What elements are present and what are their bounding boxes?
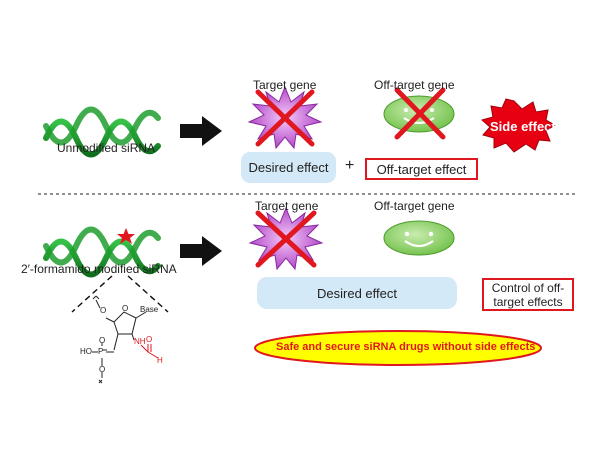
cross-icon-target-bottom <box>255 210 317 268</box>
unmodified-sirna-helix-icon <box>43 106 161 158</box>
structure-ho-label: HO <box>80 347 92 356</box>
structure-o-top-label: O <box>100 306 107 315</box>
modified-sirna-caption: 2′-formamido modified siRNA <box>21 262 177 276</box>
formamido-nucleotide-structure <box>92 295 159 384</box>
structure-carbonyl-o-label: O <box>146 335 153 344</box>
desired-effect-label-bottom: Desired effect <box>317 285 397 301</box>
offtarget-gene-label-top: Off-target gene <box>374 78 455 92</box>
desired-effect-pill-bottom: Desired effect <box>257 277 457 309</box>
safe-drugs-highlight <box>254 330 542 366</box>
control-offtarget-line2: target effects <box>493 295 563 309</box>
desired-effect-label-top: Desired effect <box>248 160 329 175</box>
structure-h-label: H <box>157 356 163 365</box>
side-effects-burst-icon <box>480 98 556 153</box>
target-gene-label-top: Target gene <box>253 78 317 92</box>
arrow-icon-top <box>180 116 222 146</box>
structure-base-label: Base <box>140 305 159 314</box>
structure-p-label: P <box>98 347 104 356</box>
modification-star-icon <box>117 228 135 244</box>
offtarget-effect-box: Off-target effect <box>365 158 478 180</box>
structure-o-bottom-label: O <box>99 365 106 374</box>
desired-effect-pill-top: Desired effect <box>241 152 336 183</box>
modified-sirna-helix-icon <box>43 226 161 278</box>
unmodified-sirna-caption: Unmodified siRNA <box>57 141 156 155</box>
structure-ring-o-label: O <box>122 304 129 313</box>
plus-sign: + <box>345 157 355 174</box>
structure-o-mid-label: O <box>99 336 106 345</box>
safe-drugs-label: Safe and secure siRNA drugs without side… <box>276 341 536 353</box>
offtarget-effect-label: Off-target effect <box>376 161 467 177</box>
arrow-icon-bottom <box>180 236 222 266</box>
structure-zoom-lines <box>71 275 169 313</box>
structure-nh-label: NH <box>134 337 146 346</box>
control-offtarget-line1: Control of off- <box>491 281 565 295</box>
target-gene-label-bottom: Target gene <box>255 199 319 213</box>
cross-icon-offtarget-top <box>394 87 446 140</box>
offtarget-gene-label-bottom: Off-target gene <box>374 199 455 213</box>
offtarget-gene-happy-oval-icon <box>383 220 455 256</box>
side-effects-label: Side effects <box>490 119 563 134</box>
control-offtarget-box: Control of off- target effects <box>482 278 574 311</box>
cross-icon-target-top <box>255 89 315 147</box>
